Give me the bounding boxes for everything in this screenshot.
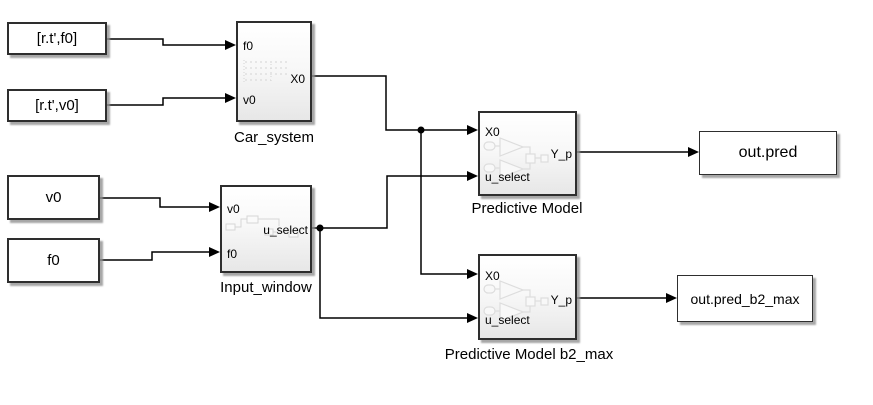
inport-arrow [225,40,236,50]
wire-uselect-branch-to-pm2-uselect[interactable] [319,228,468,319]
inport-arrow [688,147,699,157]
inport-label-v0: v0 [243,93,256,107]
inport-arrow [467,269,478,279]
inport-label-x0: X0 [485,269,500,283]
source-label: v0 [45,189,62,206]
source-block-rtv0[interactable]: [r.t',v0] [7,89,107,122]
inport-label-f0: f0 [243,39,254,53]
outport-label-x0: X0 [290,72,305,86]
inport-arrow [467,171,478,181]
source-block-rtf0[interactable]: [r.t',f0] [7,22,107,55]
source-label: [r.t',v0] [35,97,79,114]
block-name-input-window[interactable]: Input_window [220,279,312,296]
sink-block-out-pred-b2max[interactable]: out.pred_b2_max [677,275,813,322]
inport-arrow [467,313,478,323]
branch-dot-uselect [316,224,324,232]
inport-label-f0: f0 [227,247,238,261]
block-name-predictive-model-b2max[interactable]: Predictive Model b2_max [444,346,614,363]
outport-label-yp: Y_p [550,147,572,161]
inport-arrow [209,202,220,212]
sink-label: out.pred_b2_max [690,290,800,307]
sink-block-out-pred[interactable]: out.pred [699,131,837,175]
inport-label-v0: v0 [227,202,240,216]
wire-v0-to-iw-v0[interactable] [100,197,210,208]
wire-uselect-to-pm-uselect[interactable] [320,175,468,229]
source-block-f0[interactable]: f0 [7,238,100,283]
inport-arrow [666,293,677,303]
inport-label-uselect: u_select [485,170,530,184]
subsystem-car-system[interactable]: f0 v0 X0 [236,21,312,122]
sink-label: out.pred [738,144,798,161]
subsystem-predictive-model[interactable]: X0 u_select Y_p [478,111,577,196]
wire-x0-branch-to-pm2-x0[interactable] [420,130,468,275]
branch-dot-x0 [417,126,425,134]
inport-label-uselect: u_select [485,313,530,327]
block-name-predictive-model[interactable]: Predictive Model [471,200,583,217]
wire-car-x0-to-pm-x0[interactable] [312,75,468,131]
inport-label-x0: X0 [485,125,500,139]
outport-label-uselect: u_select [263,223,308,237]
wire-rtf0-to-car-f0[interactable] [107,38,226,46]
wire-rtv0-to-car-v0[interactable] [107,97,226,106]
inport-arrow [467,125,478,135]
wire-f0-to-iw-f0[interactable] [100,251,210,261]
block-name-car-system[interactable]: Car_system [233,129,315,146]
source-label: f0 [47,252,60,269]
inport-arrow [209,247,220,257]
outport-label-yp: Y_p [550,293,572,307]
subsystem-predictive-model-b2max[interactable]: X0 u_select Y_p [478,254,577,340]
inport-arrow [225,93,236,103]
car-system-preview-icon [243,60,290,83]
source-block-v0[interactable]: v0 [7,175,100,220]
source-label: [r.t',f0] [36,30,78,47]
subsystem-input-window[interactable]: v0 f0 u_select [220,185,312,273]
